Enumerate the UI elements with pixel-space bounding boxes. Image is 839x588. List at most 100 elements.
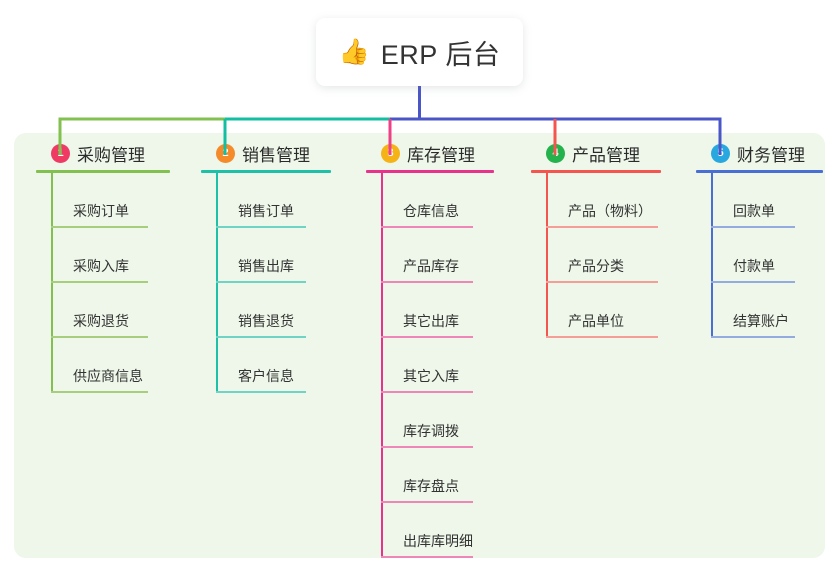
branch-child-item[interactable]: 回款单 bbox=[688, 173, 839, 228]
branch-child-item[interactable]: 采购订单 bbox=[28, 173, 195, 228]
branch-header-underline bbox=[366, 170, 494, 173]
branch-number-badge: 2 bbox=[216, 143, 235, 163]
diagram-panel-background bbox=[14, 133, 825, 558]
branch-title-label: 库存管理 bbox=[407, 145, 475, 165]
branch-child-underline bbox=[711, 281, 795, 283]
branch-spine-line bbox=[51, 173, 53, 393]
branch-child-label: 采购退货 bbox=[73, 313, 129, 329]
branch-child-underline bbox=[216, 226, 306, 228]
branch-child-label: 供应商信息 bbox=[73, 368, 143, 384]
branch-header-4[interactable]: 4 产品管理 bbox=[523, 133, 686, 173]
branch-columns: 1 采购管理采购订单采购入库采购退货供应商信息 2 销售管理销售订单销售出库销售退货客… bbox=[14, 133, 825, 558]
branch-children-2: 销售订单销售出库销售退货客户信息 bbox=[193, 173, 356, 393]
branch-column-1: 1 采购管理采购订单采购入库采购退货供应商信息 bbox=[28, 133, 195, 393]
branch-child-label: 库存调拨 bbox=[403, 423, 459, 439]
branch-title-label: 采购管理 bbox=[77, 145, 145, 165]
thumbs-up-emoji: 👍 bbox=[338, 37, 370, 66]
branch-column-2: 2 销售管理销售订单销售出库销售退货客户信息 bbox=[193, 133, 356, 393]
branch-child-underline bbox=[216, 391, 306, 393]
branch-child-label: 其它入库 bbox=[403, 368, 459, 384]
branch-child-item[interactable]: 仓库信息 bbox=[358, 173, 519, 228]
branch-child-underline bbox=[51, 226, 148, 228]
root-node-label: ERP 后台 bbox=[380, 39, 501, 70]
branch-header-underline bbox=[36, 170, 170, 173]
branch-child-label: 销售退货 bbox=[238, 313, 294, 329]
branch-child-underline bbox=[381, 226, 473, 228]
branch-child-underline bbox=[381, 336, 473, 338]
branch-child-label: 产品（物料） bbox=[568, 203, 652, 219]
branch-child-underline bbox=[711, 226, 795, 228]
branch-number-badge: 4 bbox=[546, 143, 565, 163]
branch-title-label: 财务管理 bbox=[737, 145, 805, 165]
branch-child-underline bbox=[381, 556, 473, 558]
branch-child-item[interactable]: 采购退货 bbox=[28, 283, 195, 338]
branch-child-item[interactable]: 产品库存 bbox=[358, 228, 519, 283]
branch-child-label: 仓库信息 bbox=[403, 203, 459, 219]
branch-children-1: 采购订单采购入库采购退货供应商信息 bbox=[28, 173, 195, 393]
branch-child-item[interactable]: 销售订单 bbox=[193, 173, 356, 228]
branch-child-item[interactable]: 产品（物料） bbox=[523, 173, 686, 228]
branch-child-underline bbox=[51, 336, 148, 338]
branch-column-4: 4 产品管理产品（物料） 产品分类产品单位 bbox=[523, 133, 686, 338]
branch-child-item[interactable]: 销售出库 bbox=[193, 228, 356, 283]
branch-child-item[interactable]: 其它出库 bbox=[358, 283, 519, 338]
branch-child-item[interactable]: 产品单位 bbox=[523, 283, 686, 338]
branch-child-underline bbox=[51, 391, 148, 393]
branch-child-item[interactable]: 采购入库 bbox=[28, 228, 195, 283]
branch-spine-line bbox=[546, 173, 548, 338]
branch-child-item[interactable]: 其它入库 bbox=[358, 338, 519, 393]
branch-header-1[interactable]: 1 采购管理 bbox=[28, 133, 195, 173]
branch-child-item[interactable]: 付款单 bbox=[688, 228, 839, 283]
root-node[interactable]: 👍 ERP 后台 bbox=[316, 18, 523, 86]
branch-child-label: 客户信息 bbox=[238, 368, 294, 384]
branch-child-underline bbox=[381, 501, 473, 503]
branch-number-badge: 1 bbox=[51, 143, 70, 163]
branch-number-badge: 5 bbox=[711, 143, 730, 163]
branch-child-label: 销售订单 bbox=[238, 203, 294, 219]
branch-child-underline bbox=[381, 281, 473, 283]
branch-header-underline bbox=[531, 170, 661, 173]
branch-child-underline bbox=[546, 336, 658, 338]
branch-child-label: 结算账户 bbox=[733, 313, 789, 329]
branch-title-label: 产品管理 bbox=[572, 145, 640, 165]
branch-header-3[interactable]: 3 库存管理 bbox=[358, 133, 519, 173]
branch-child-underline bbox=[216, 336, 306, 338]
branch-column-3: 3 库存管理仓库信息产品库存其它出库其它入库库存调拨库存盘点出库库明细 bbox=[358, 133, 519, 558]
branch-child-label: 销售出库 bbox=[238, 258, 294, 274]
branch-child-item[interactable]: 库存盘点 bbox=[358, 448, 519, 503]
branch-child-label: 库存盘点 bbox=[403, 478, 459, 494]
branch-child-item[interactable]: 库存调拨 bbox=[358, 393, 519, 448]
branch-child-item[interactable]: 销售退货 bbox=[193, 283, 356, 338]
branch-child-label: 采购入库 bbox=[73, 258, 129, 274]
branch-child-item[interactable]: 出库库明细 bbox=[358, 503, 519, 558]
branch-child-label: 产品分类 bbox=[568, 258, 624, 274]
branch-child-item[interactable]: 供应商信息 bbox=[28, 338, 195, 393]
branch-child-underline bbox=[546, 226, 658, 228]
branch-child-label: 出库库明细 bbox=[403, 533, 473, 549]
branch-column-5: 5 财务管理回款单付款单结算账户 bbox=[688, 133, 839, 338]
branch-header-5[interactable]: 5 财务管理 bbox=[688, 133, 839, 173]
branch-child-label: 采购订单 bbox=[73, 203, 129, 219]
branch-child-item[interactable]: 产品分类 bbox=[523, 228, 686, 283]
branch-child-underline bbox=[711, 336, 795, 338]
branch-child-label: 产品库存 bbox=[403, 258, 459, 274]
branch-child-underline bbox=[381, 446, 473, 448]
branch-spine-line bbox=[216, 173, 218, 393]
branch-number-badge: 3 bbox=[381, 143, 400, 163]
branch-child-label: 回款单 bbox=[733, 203, 775, 219]
branch-child-underline bbox=[51, 281, 148, 283]
branch-child-underline bbox=[216, 281, 306, 283]
branch-child-item[interactable]: 结算账户 bbox=[688, 283, 839, 338]
branch-header-underline bbox=[696, 170, 823, 173]
branch-child-item[interactable]: 客户信息 bbox=[193, 338, 356, 393]
branch-children-5: 回款单付款单结算账户 bbox=[688, 173, 839, 338]
branch-child-underline bbox=[381, 391, 473, 393]
branch-child-label: 其它出库 bbox=[403, 313, 459, 329]
branch-header-2[interactable]: 2 销售管理 bbox=[193, 133, 356, 173]
branch-child-label: 产品单位 bbox=[568, 313, 624, 329]
branch-title-label: 销售管理 bbox=[242, 145, 310, 165]
branch-child-label: 付款单 bbox=[733, 258, 775, 274]
branch-header-underline bbox=[201, 170, 331, 173]
branch-children-4: 产品（物料） 产品分类产品单位 bbox=[523, 173, 686, 338]
